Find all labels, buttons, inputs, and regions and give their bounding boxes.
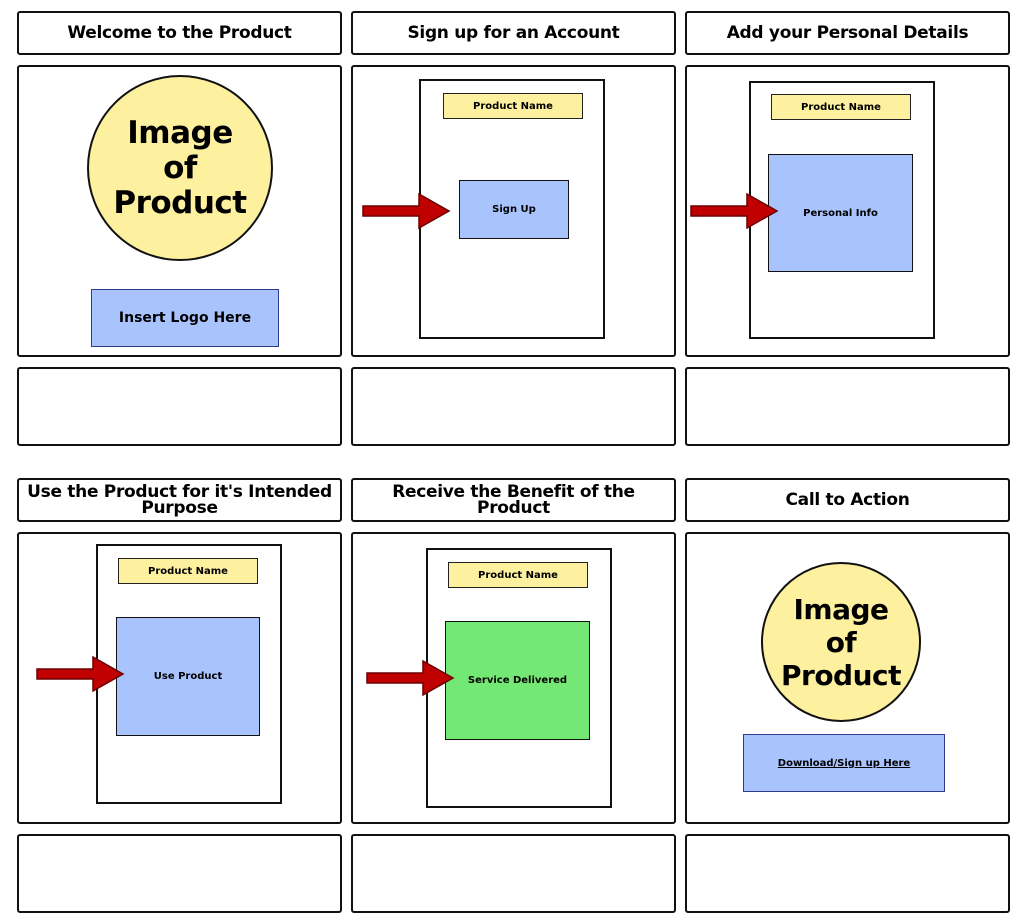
red-arrow-right-icon [36, 655, 125, 693]
panel-1-caption[interactable] [17, 367, 342, 446]
panel-4-caption[interactable] [17, 834, 342, 913]
panel-3-caption[interactable] [685, 367, 1010, 446]
panel-3-image: Product Name Personal Info [685, 65, 1010, 357]
panel-1-title: Welcome to the Product [17, 11, 342, 55]
panel-5-image: Product Name Service Delivered [351, 532, 676, 824]
phone-mockup: Product Name Service Delivered [426, 548, 612, 808]
phone-mockup: Product Name Sign Up [419, 79, 605, 339]
panel-5-caption[interactable] [351, 834, 676, 913]
panel-5-title: Receive the Benefit of the Product [351, 478, 676, 522]
panel-6-image: Image of Product Download/Sign up Here [685, 532, 1010, 824]
product-name-bar: Product Name [118, 558, 258, 584]
panel-6-title: Call to Action [685, 478, 1010, 522]
product-name-bar: Product Name [448, 562, 588, 588]
panel-1-image: Image of Product Insert Logo Here [17, 65, 342, 357]
panel-6-caption[interactable] [685, 834, 1010, 913]
red-arrow-right-icon [690, 192, 779, 230]
product-image-circle: Image of Product [87, 75, 273, 261]
insert-logo-button[interactable]: Insert Logo Here [91, 289, 279, 347]
product-name-bar: Product Name [771, 94, 911, 120]
red-arrow-right-icon [362, 192, 451, 230]
panel-2-caption[interactable] [351, 367, 676, 446]
service-delivered-screen[interactable]: Service Delivered [445, 621, 590, 740]
phone-mockup: Product Name Personal Info [749, 81, 935, 339]
phone-mockup: Product Name Use Product [96, 544, 282, 804]
sign-up-screen[interactable]: Sign Up [459, 180, 569, 239]
panel-4-image: Product Name Use Product [17, 532, 342, 824]
product-name-bar: Product Name [443, 93, 583, 119]
panel-2-image: Product Name Sign Up [351, 65, 676, 357]
panel-3-title: Add your Personal Details [685, 11, 1010, 55]
red-arrow-right-icon [366, 659, 455, 697]
download-sign-up-link[interactable]: Download/Sign up Here [743, 734, 945, 792]
personal-info-screen[interactable]: Personal Info [768, 154, 913, 272]
product-image-circle: Image of Product [761, 562, 921, 722]
panel-4-title: Use the Product for it's Intended Purpos… [17, 478, 342, 522]
use-product-screen[interactable]: Use Product [116, 617, 260, 736]
panel-2-title: Sign up for an Account [351, 11, 676, 55]
